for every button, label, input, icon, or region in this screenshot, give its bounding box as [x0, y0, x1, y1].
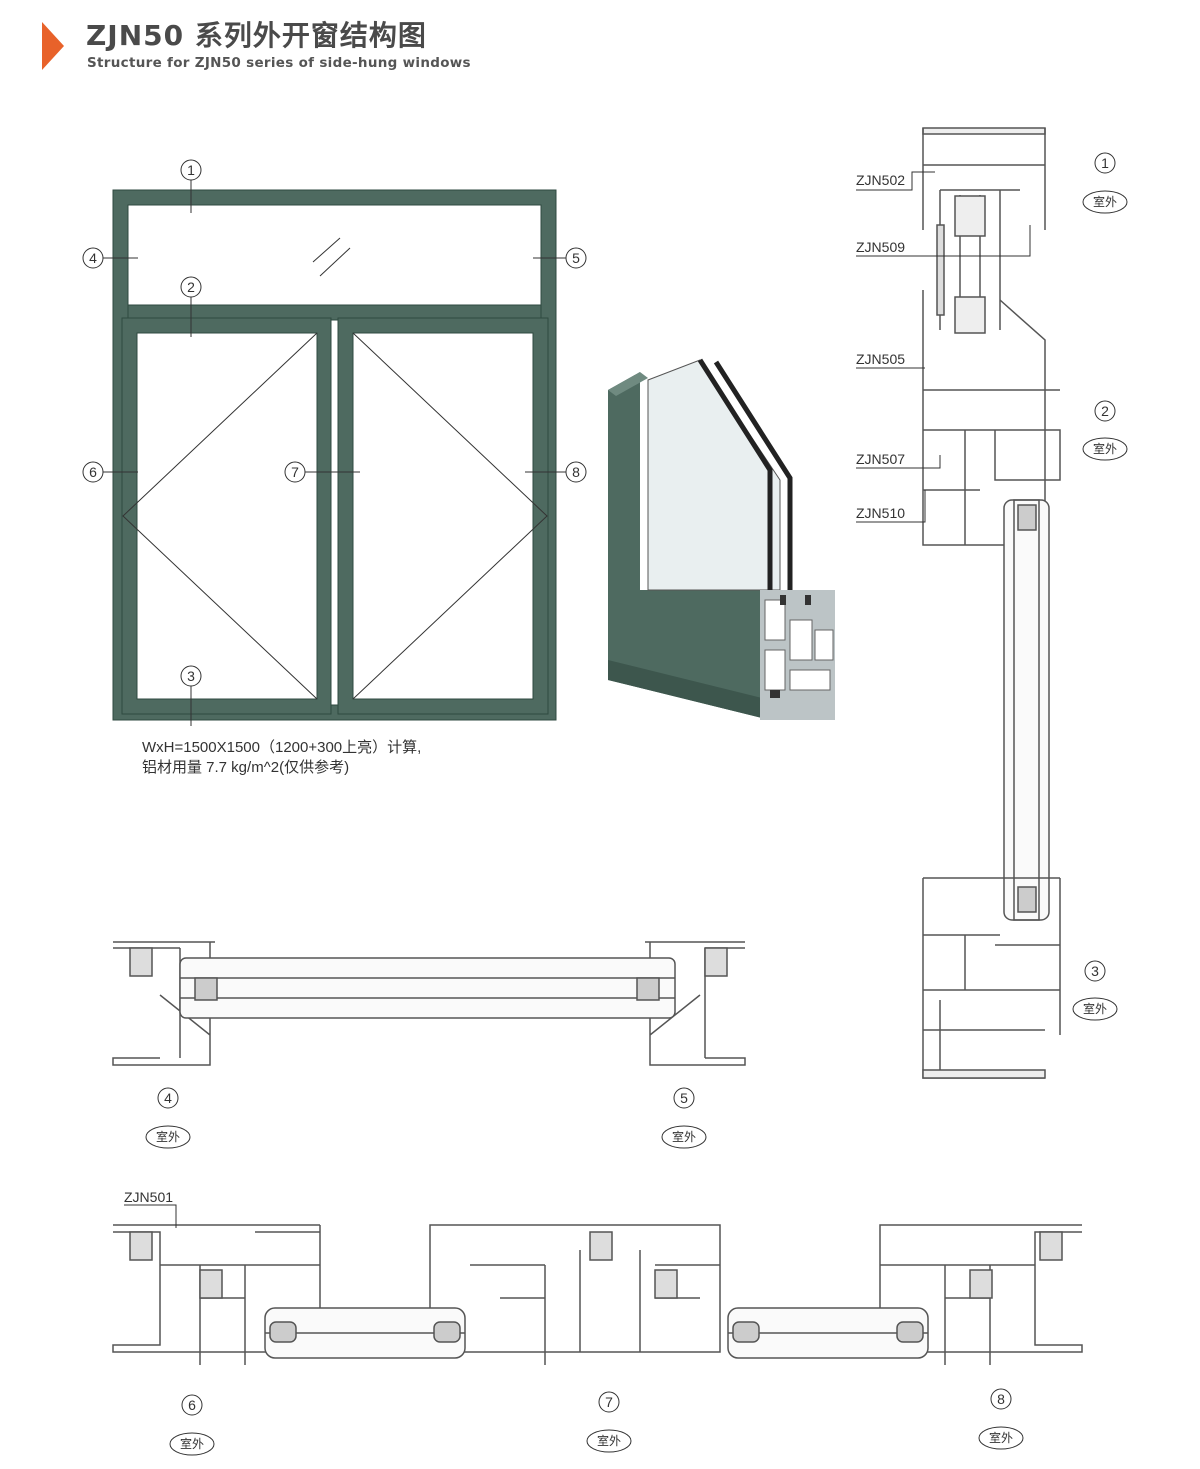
- callout-5: 5: [572, 250, 580, 266]
- outdoor-label: 室外: [1083, 1001, 1107, 1016]
- marker-7: 7: [605, 1394, 613, 1410]
- callout-8: 8: [572, 464, 580, 480]
- callout-3: 3: [187, 668, 195, 684]
- callout-1: 1: [187, 162, 195, 178]
- code-zjn507: ZJN507: [856, 451, 906, 467]
- section-markers: [145, 152, 1128, 1456]
- page-subtitle: Structure for ZJN50 series of side-hung …: [87, 55, 471, 71]
- opening-lines: [103, 180, 566, 726]
- outdoor-label: 室外: [156, 1129, 180, 1144]
- horizontal-section-top: [112, 941, 746, 1066]
- code-zjn502: ZJN502: [856, 172, 906, 188]
- note-line-2: 铝材用量 7.7 kg/m^2(仅供参考): [142, 759, 350, 776]
- marker-5: 5: [680, 1090, 688, 1106]
- marker-6: 6: [188, 1397, 196, 1413]
- callout-2: 2: [187, 279, 195, 295]
- header-accent-icon: [42, 22, 64, 70]
- marker-4: 4: [164, 1090, 172, 1106]
- outdoor-label: 室外: [989, 1430, 1013, 1445]
- note-line-1: WxH=1500X1500（1200+300上亮）计算,: [142, 739, 422, 756]
- page-title: ZJN50 系列外开窗结构图: [86, 19, 427, 52]
- code-zjn509: ZJN509: [856, 239, 906, 255]
- vertical-section: [922, 127, 1061, 1079]
- window-elevation: [112, 189, 557, 721]
- code-zjn501: ZJN501: [124, 1189, 174, 1205]
- marker-8: 8: [997, 1391, 1005, 1407]
- callout-7: 7: [291, 464, 299, 480]
- callout-4: 4: [89, 250, 97, 266]
- vertical-leader-lines: [856, 171, 1031, 523]
- marker-2: 2: [1101, 403, 1109, 419]
- outdoor-label: 室外: [180, 1436, 204, 1451]
- marker-3: 3: [1091, 963, 1099, 979]
- outdoor-label: 室外: [672, 1129, 696, 1144]
- outdoor-label: 室外: [1093, 441, 1117, 456]
- outdoor-label: 室外: [1093, 194, 1117, 209]
- zjn501-leader: [124, 1204, 177, 1228]
- marker-1: 1: [1101, 155, 1109, 171]
- callout-6: 6: [89, 464, 97, 480]
- horizontal-section-bottom: [112, 1224, 1083, 1365]
- profile-3d-corner: [608, 358, 835, 720]
- material-note: WxH=1500X1500（1200+300上亮）计算, 铝材用量 7.7 kg…: [142, 738, 421, 778]
- code-zjn505: ZJN505: [856, 351, 906, 367]
- elevation-callouts: [82, 159, 587, 687]
- outdoor-label: 室外: [597, 1433, 621, 1448]
- code-zjn510: ZJN510: [856, 505, 906, 521]
